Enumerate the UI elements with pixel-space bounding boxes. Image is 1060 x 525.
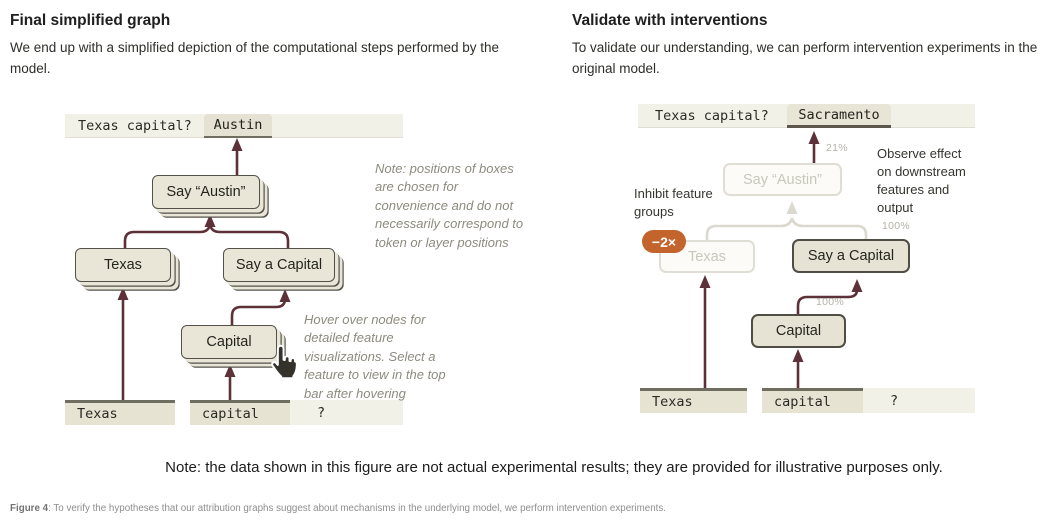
node-say-a-capital-active[interactable]: Say a Capital xyxy=(792,239,910,273)
left-prompt-text: Texas capital? xyxy=(78,117,192,134)
note-hover-instructions: Hover over nodes for detailed feature vi… xyxy=(304,312,446,401)
left-panel-description: We end up with a simplified depiction of… xyxy=(10,40,500,76)
note-box-positions: Note: positions of boxes are chosen for … xyxy=(375,161,524,250)
right-completion-chip[interactable]: Sacramento xyxy=(787,104,891,128)
inhibit-label: Inhibit feature groups xyxy=(634,186,713,219)
node-say-a-capital[interactable]: Say a Capital xyxy=(223,248,335,282)
hand-cursor-icon xyxy=(264,344,298,386)
node-say-austin[interactable]: Say “Austin” xyxy=(152,175,260,209)
left-prompt-bar: Texas capital? Austin xyxy=(65,114,403,138)
left-panel-heading: Final simplified graph xyxy=(10,12,171,29)
figure-caption: Figure 4: To verify the hypotheses that … xyxy=(10,503,666,514)
figure-caption-text: : To verify the hypotheses that our attr… xyxy=(48,503,667,514)
token-capital: capital xyxy=(762,388,863,413)
right-prompt-bar: Texas capital? Sacramento xyxy=(638,104,975,128)
illustrative-data-note: Note: the data shown in this figure are … xyxy=(165,459,943,476)
right-panel-description: To validate our understanding, we can pe… xyxy=(572,40,1038,76)
capital-percentage: 100% xyxy=(816,296,845,308)
token-question: ? xyxy=(863,388,975,413)
node-capital-active[interactable]: Capital xyxy=(751,314,846,348)
node-capital[interactable]: Capital xyxy=(181,325,277,359)
left-completion-chip[interactable]: Austin xyxy=(204,114,272,138)
token-texas: Texas xyxy=(65,400,175,425)
figure-caption-label: Figure 4 xyxy=(10,503,49,514)
token-question: ? xyxy=(290,400,403,425)
inhibit-multiplier-badge: −2× xyxy=(642,230,686,253)
observe-label: Observe effect on downstream features an… xyxy=(877,146,966,215)
token-capital: capital xyxy=(190,400,290,425)
right-prompt-text: Texas capital? xyxy=(655,107,769,124)
output-percentage: 21% xyxy=(826,142,848,154)
node-say-austin-inhibited[interactable]: Say “Austin” xyxy=(723,163,842,196)
token-texas: Texas xyxy=(640,388,747,413)
right-panel-heading: Validate with interventions xyxy=(572,12,768,29)
node-texas[interactable]: Texas xyxy=(75,248,171,282)
say-a-capital-percentage: 100% xyxy=(882,220,911,232)
